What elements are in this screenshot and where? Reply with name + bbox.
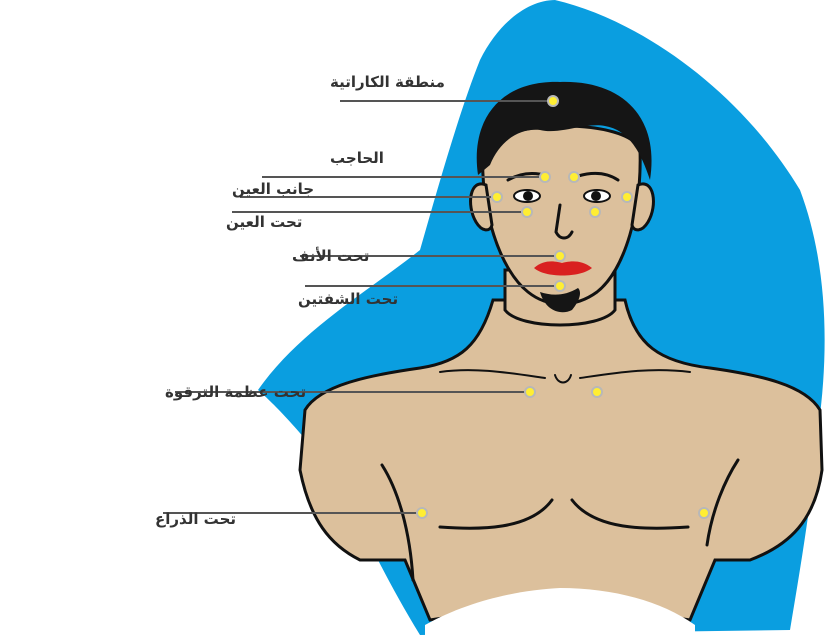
label-eyebrow: الحاجب	[330, 149, 384, 167]
point-side-of-eye-left	[622, 192, 632, 202]
point-under-eye-right	[522, 207, 532, 217]
point-under-eye-left	[590, 207, 600, 217]
label-under-nose: تحت الأنف	[292, 247, 369, 265]
label-under-collarbone: تحت عظمة الترقوة	[165, 383, 306, 401]
label-side-of-eye: جانب العين	[232, 180, 314, 198]
point-karate-chop	[548, 96, 558, 106]
point-under-nose	[555, 251, 565, 261]
point-under-collarbone-left	[592, 387, 602, 397]
left-eye	[584, 190, 610, 202]
point-eyebrow-left	[569, 172, 579, 182]
point-eyebrow-right	[540, 172, 550, 182]
label-karate-chop: منطقة الكاراتية	[330, 73, 445, 91]
label-under-arm: تحت الذراع	[155, 510, 236, 528]
point-under-collarbone-right	[525, 387, 535, 397]
right-eye	[514, 190, 540, 202]
point-under-lips	[555, 281, 565, 291]
point-side-of-eye-right	[492, 192, 502, 202]
point-under-arm-right	[417, 508, 427, 518]
point-under-arm-left	[699, 508, 709, 518]
label-under-lips: تحت الشفتين	[298, 290, 398, 308]
label-under-eye: تحت العين	[226, 213, 302, 231]
